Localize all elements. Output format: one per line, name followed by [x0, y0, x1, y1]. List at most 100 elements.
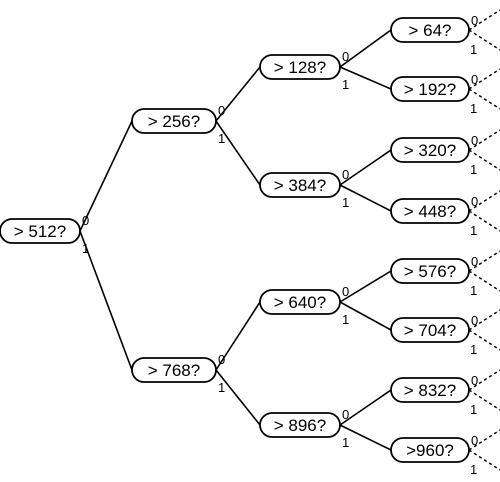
node-question-label: > 896? — [274, 416, 326, 435]
node-box — [390, 76, 470, 102]
tree-edge — [215, 120, 261, 186]
node-question-label: > 768? — [148, 361, 200, 380]
tree-node: > 768? — [131, 357, 217, 383]
branch-label-one: 1 — [82, 241, 89, 256]
branch-label-zero: 0 — [342, 49, 349, 64]
branch-label-zero: 0 — [471, 373, 478, 388]
tree-node: > 384? — [259, 172, 341, 198]
continuation-edge-zero — [468, 68, 500, 90]
tree-edge — [339, 184, 392, 212]
continuation-edge-zero — [468, 309, 500, 331]
continuation-edge-one — [468, 389, 500, 411]
branch-label-zero: 0 — [82, 213, 89, 228]
tree-edge — [339, 301, 392, 331]
node-box — [259, 289, 341, 315]
tree-nodes: > 512? > 256? > 768? > 128? > 384? > 640? > 89… — [0, 17, 470, 463]
tree-edge — [339, 424, 392, 451]
tree-node: > 128? — [259, 54, 341, 80]
tree-edge — [339, 29, 392, 68]
tree-edge — [79, 120, 133, 232]
tree-node: > 896? — [259, 412, 341, 438]
branch-label-zero: 0 — [471, 72, 478, 87]
branch-label-one: 1 — [470, 223, 477, 238]
node-question-label: > 128? — [274, 58, 326, 77]
tree-node: > 576? — [390, 258, 470, 284]
continuation-edge-zero — [468, 429, 500, 451]
tree-node: > 832? — [390, 377, 470, 403]
node-box — [259, 54, 341, 80]
branch-label-one: 1 — [470, 283, 477, 298]
continuation-edge-one — [468, 149, 500, 171]
branch-label-zero: 0 — [218, 103, 225, 118]
tree-node: > 64? — [390, 17, 470, 43]
branch-label-zero: 0 — [471, 133, 478, 148]
tree-node: > 704? — [390, 317, 470, 343]
continuation-edge-zero — [468, 190, 500, 212]
branch-label-one: 1 — [342, 195, 349, 210]
node-question-label: > 832? — [404, 381, 456, 400]
branch-label-one: 1 — [470, 342, 477, 357]
node-box — [0, 218, 81, 244]
continuation-edge-zero — [468, 129, 500, 151]
node-question-label: > 448? — [404, 202, 456, 221]
tree-node: > 448? — [390, 198, 470, 224]
node-box — [390, 437, 470, 463]
node-question-label: > 256? — [148, 112, 200, 131]
tree-edges — [79, 29, 392, 451]
branch-label-zero: 0 — [471, 13, 478, 28]
tree-edge — [339, 389, 392, 426]
node-box — [131, 108, 217, 134]
branch-label-zero: 0 — [471, 194, 478, 209]
node-box — [390, 317, 470, 343]
branch-label-one: 1 — [470, 462, 477, 477]
node-box — [390, 17, 470, 43]
branch-label-one: 1 — [470, 101, 477, 116]
tree-node: > 320? — [390, 137, 470, 163]
branch-label-one: 1 — [470, 402, 477, 417]
branch-label-one: 1 — [342, 312, 349, 327]
branch-label-one: 1 — [470, 162, 477, 177]
tree-node: > 640? — [259, 289, 341, 315]
branch-label-one: 1 — [218, 380, 225, 395]
continuation-edge-zero — [468, 9, 500, 31]
node-question-label: > 384? — [274, 176, 326, 195]
node-question-label: > 192? — [404, 80, 456, 99]
node-box — [390, 198, 470, 224]
node-box — [390, 377, 470, 403]
tree-edge — [215, 369, 261, 426]
continuation-edge-zero — [468, 250, 500, 272]
node-question-label: > 512? — [14, 222, 66, 241]
node-question-label: > 704? — [404, 321, 456, 340]
tree-edge — [79, 230, 133, 371]
tree-edge — [339, 270, 392, 303]
continuation-edge-one — [468, 329, 500, 351]
branch-label-one: 1 — [342, 435, 349, 450]
continuation-edge-one — [468, 449, 500, 471]
branch-label-zero: 0 — [471, 313, 478, 328]
continuation-edge-one — [468, 210, 500, 232]
node-box — [131, 357, 217, 383]
node-question-label: > 64? — [408, 21, 451, 40]
node-question-label: > 576? — [404, 262, 456, 281]
node-question-label: > 320? — [404, 141, 456, 160]
branch-label-zero: 0 — [342, 284, 349, 299]
tree-edge — [215, 66, 261, 122]
continuation-edge-zero — [468, 369, 500, 391]
continuation-edge-one — [468, 29, 500, 51]
node-question-label: > 640? — [274, 293, 326, 312]
branch-label-zero: 0 — [218, 352, 225, 367]
tree-node: > 192? — [390, 76, 470, 102]
tree-edge — [339, 149, 392, 186]
continuation-edges — [468, 9, 500, 471]
node-box — [259, 412, 341, 438]
node-box — [390, 137, 470, 163]
branch-label-one: 1 — [218, 131, 225, 146]
branch-label-zero: 0 — [342, 407, 349, 422]
branch-label-zero: 0 — [471, 433, 478, 448]
branch-label-one: 1 — [342, 77, 349, 92]
node-box — [390, 258, 470, 284]
node-box — [259, 172, 341, 198]
branch-label-one: 1 — [470, 42, 477, 57]
